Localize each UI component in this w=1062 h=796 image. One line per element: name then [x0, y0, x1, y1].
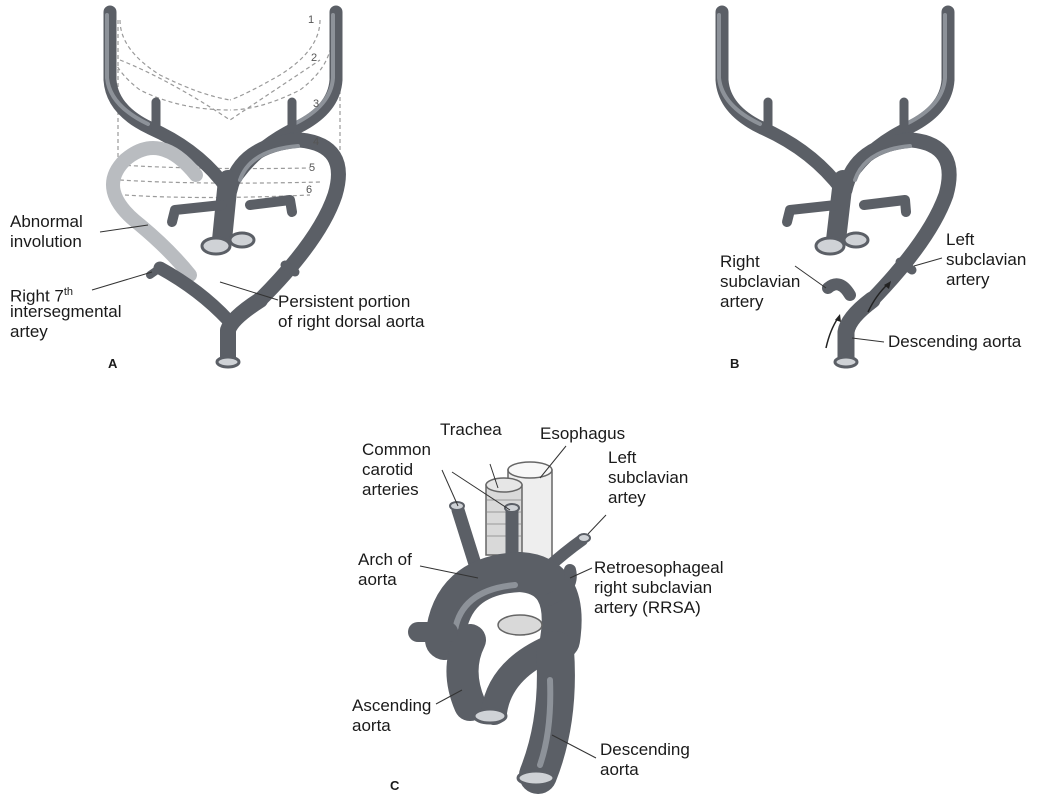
panel-a-letter: A: [108, 356, 117, 371]
label-esophagus: Esophagus: [540, 424, 625, 444]
panel-c-drawing: [418, 462, 590, 785]
label-arch-of-aorta: Arch of aorta: [358, 550, 412, 590]
arch-number-3: 3: [313, 98, 319, 110]
label-right-subclavian-artery: Right subclavian artery: [720, 252, 800, 312]
arch-number-5: 5: [309, 162, 315, 174]
label-descending-aorta-b: Descending aorta: [888, 332, 1021, 352]
label-trachea: Trachea: [440, 420, 502, 440]
label-ascending-aorta: Ascending aorta: [352, 696, 431, 736]
label-rrsa: Retroesophageal right subclavian artery …: [594, 558, 723, 618]
panel-b-drawing: [719, 12, 949, 367]
label-left-subclavian-artey: Left subclavian artey: [608, 448, 688, 508]
arch-number-1: 1: [308, 14, 314, 26]
panel-b-letter: B: [730, 356, 739, 371]
label-persistent-right-dorsal-aorta: Persistent portion of right dorsal aorta: [278, 292, 424, 332]
arch-number-4: 4: [313, 136, 319, 148]
panel-c-letter: C: [390, 778, 399, 793]
label-descending-aorta-c: Descending aorta: [600, 740, 690, 780]
label-left-subclavian-artery: Left subclavian artery: [946, 230, 1026, 290]
label-abnormal-involution: Abnormal involution: [10, 212, 83, 252]
label-intersegmental-artery: intersegmental artey: [10, 302, 122, 342]
arch-number-2: 2: [311, 52, 317, 64]
label-common-carotid-arteries: Common carotid arteries: [362, 440, 431, 500]
label-right-7th-sup: th: [64, 286, 73, 298]
arch-number-6: 6: [306, 184, 312, 196]
